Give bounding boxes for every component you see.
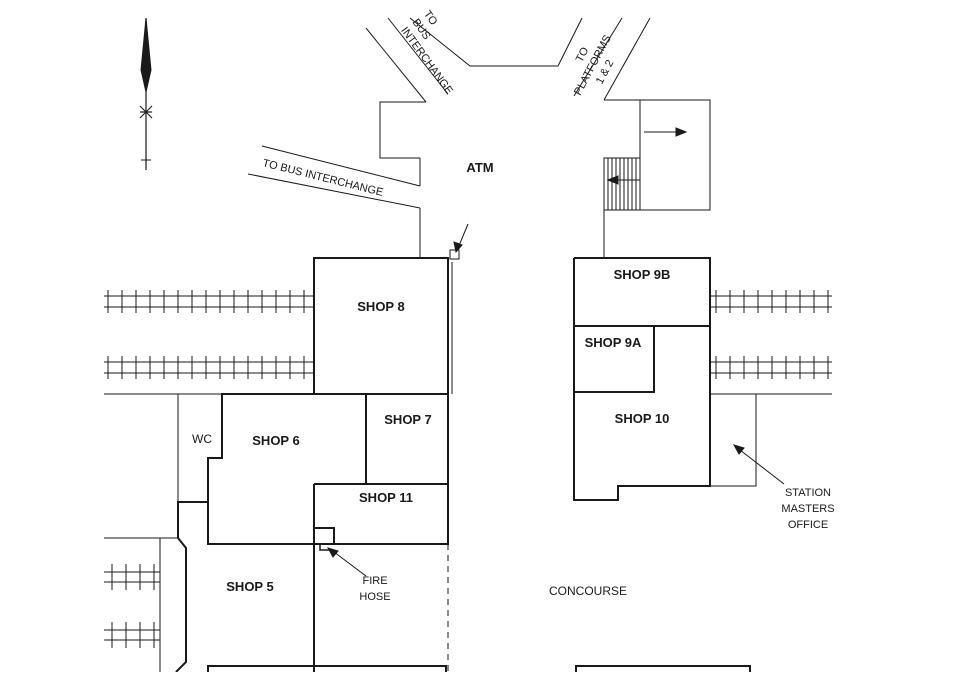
rail-tracks <box>104 290 832 648</box>
station-masters-office-label: STATION MASTERS OFFICE <box>781 487 834 531</box>
track-lower-left <box>104 356 314 379</box>
direction-arrows <box>606 127 688 185</box>
entrance-area <box>247 17 711 258</box>
atm-marker <box>449 223 469 260</box>
station-masters-line-1: STATION <box>785 487 831 499</box>
staircase <box>603 157 641 211</box>
arrow-right-icon <box>675 127 688 137</box>
shop-6-label: SHOP 6 <box>252 433 299 448</box>
track-bottom-left <box>104 564 160 648</box>
shop-10-label: SHOP 10 <box>615 411 670 426</box>
track-lower-right <box>710 356 832 379</box>
wc-label: WC <box>192 432 212 446</box>
to-platforms-label: TO PLATFORMS 1 & 2 <box>572 33 616 97</box>
area-labels: ATM CONCOURSE TO BUS INTERCHANGE FIRE HO… <box>261 8 834 603</box>
track-upper-right <box>710 290 832 313</box>
shop-7-label: SHOP 7 <box>384 412 431 427</box>
station-masters-pointer <box>732 444 785 485</box>
station-masters-line-2: MASTERS <box>781 503 834 515</box>
arrow-pointer-icon <box>732 444 745 455</box>
arrow-left-icon <box>606 175 619 185</box>
shop-9b-label: SHOP 9B <box>614 267 671 282</box>
track-upper-left <box>104 290 314 313</box>
shop-5-label: SHOP 5 <box>226 579 273 594</box>
to-bus-diagonal-label: TO BUS INTERCHANGE <box>398 8 455 96</box>
shop-8-outline <box>313 257 449 395</box>
station-masters-line-3: OFFICE <box>788 519 828 531</box>
fire-hose-line-2: HOSE <box>359 591 390 603</box>
arrow-pointer-icon <box>326 547 339 558</box>
shop-9a-label: SHOP 9A <box>585 335 642 350</box>
north-arrow-icon <box>139 17 153 170</box>
room-labels: SHOP 8 SHOP 7 SHOP 6 SHOP 11 SHOP 5 SHOP… <box>192 267 670 594</box>
to-bus-interchange-label: TO BUS INTERCHANGE <box>261 157 384 199</box>
fire-hose-pointer <box>326 547 367 577</box>
platform-outlines <box>104 393 832 672</box>
atm-label: ATM <box>466 160 493 175</box>
concourse-label: CONCOURSE <box>549 584 627 598</box>
left-shop-block <box>175 257 453 673</box>
shop-8-label: SHOP 8 <box>357 299 404 314</box>
shop-11-label: SHOP 11 <box>359 490 413 505</box>
right-shop-block <box>573 257 751 672</box>
fire-hose-line-1: FIRE <box>362 575 387 587</box>
arrow-pointer-icon <box>453 241 463 254</box>
fire-hose-label: FIRE HOSE <box>359 575 390 603</box>
